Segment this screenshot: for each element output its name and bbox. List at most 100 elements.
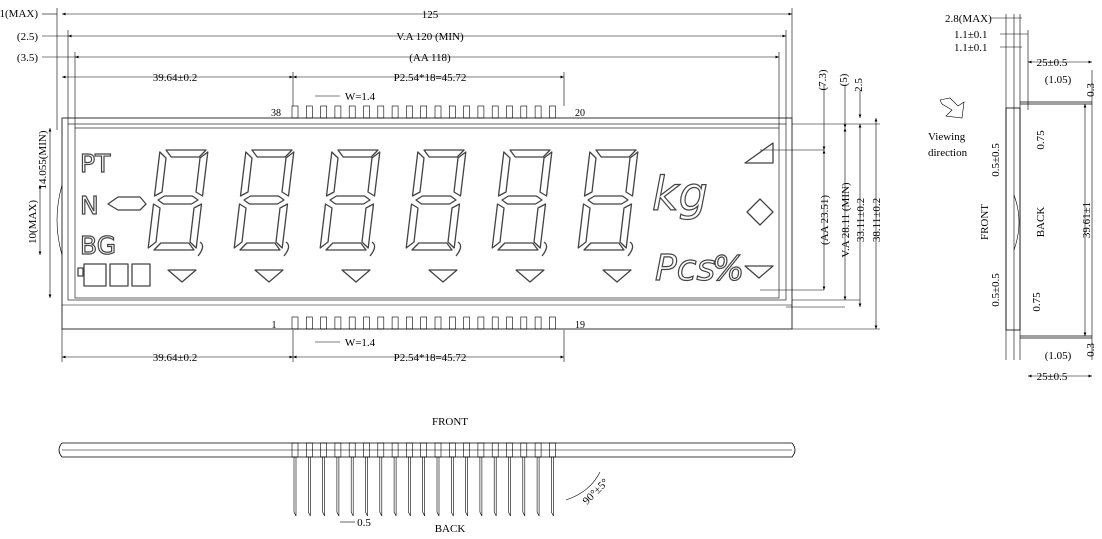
lcd-label-n: N (80, 191, 99, 220)
digit-indicators (167, 269, 632, 283)
digit-segment (415, 195, 457, 205)
side-back-label: BACK (1035, 207, 1047, 238)
pin-leg (465, 457, 468, 517)
digit-segment (239, 151, 253, 197)
digit-segment (195, 151, 209, 197)
side-height: 39.61±1 (1081, 202, 1093, 238)
dim-1max: 1(MAX) (0, 8, 38, 20)
pin-root (434, 442, 442, 458)
pin-leg (408, 457, 411, 517)
lcd-label-bg: BG (80, 231, 116, 260)
digit-indicator-triangle (254, 269, 284, 283)
side-pin-top (1020, 101, 1092, 105)
digit-indicator-triangle (428, 269, 458, 283)
top-pin (391, 105, 399, 119)
pin-root (549, 442, 556, 458)
bottom-pin (406, 316, 413, 330)
pin-leg (479, 457, 483, 517)
digit-segment (497, 151, 511, 197)
dim-7-3: (7.3) (817, 69, 829, 90)
pin-root (491, 442, 499, 458)
side-view: 2.8(MAX) 1.1±0.1 1.1±0.1 25±0.5 25±0.5 (… (928, 13, 1097, 383)
top-pin (363, 105, 370, 119)
digit-segment (497, 242, 539, 251)
digit-segment (423, 149, 465, 158)
side-t2: 1.1±0.1 (954, 42, 988, 54)
pin-root (506, 442, 513, 458)
bottom-pin (491, 316, 499, 330)
digit-segment (337, 149, 379, 158)
top-pin (334, 105, 342, 119)
digit-segment (281, 151, 295, 197)
pin-root (391, 442, 399, 458)
dim-pitch-top: P2.54*18=45.72 (394, 72, 467, 84)
dim-right-aa: (AA 23.51) (819, 195, 831, 245)
dim-2-5: (2.5) (17, 31, 38, 43)
pin-root (534, 442, 542, 458)
battery-icon (77, 263, 151, 287)
top-pin (320, 105, 327, 119)
dim-offset-left-bottom: 39.64±0.2 (153, 352, 198, 364)
digit-segment (147, 203, 161, 249)
digit-segment (153, 151, 167, 197)
bottom-pin (305, 316, 313, 330)
bottom-pin (434, 316, 442, 330)
dim-right-2-5: 2.5 (853, 78, 865, 92)
digit-segment (411, 242, 453, 251)
pin-leg (393, 457, 397, 517)
dim-left-height: 14.055(MIN) (37, 130, 49, 189)
digit-segment (411, 151, 425, 197)
dim-pitch-bottom: P2.54*18=45.72 (394, 352, 467, 364)
bottom-pin (549, 316, 556, 330)
dim-right-va: V.A 28.11 (MIN) (840, 182, 852, 258)
pin-root (320, 442, 327, 458)
pin-root (406, 442, 413, 458)
bottom-front-label: FRONT (432, 416, 468, 428)
viewing-direction-arrow-icon (939, 97, 965, 119)
lcd-segments: PT N BG kg Pcs % (77, 142, 774, 290)
minus-segment (107, 196, 147, 211)
top-pin (305, 105, 313, 119)
side-gap-bottom: 0.3 (1085, 343, 1097, 357)
digit-indicator-triangle (341, 269, 371, 283)
bottom-pin (463, 316, 470, 330)
side-075-top: 0.75 (1035, 130, 1047, 150)
side-bend-top: (1.05) (1045, 74, 1072, 86)
digit-segment (165, 149, 207, 158)
digit-indicator-triangle (515, 269, 545, 283)
digit-segment (325, 151, 339, 197)
pin-root (348, 442, 356, 458)
digit-segment (251, 149, 293, 158)
side-thick-max: 2.8(MAX) (945, 13, 992, 25)
bottom-pin (334, 316, 342, 330)
pin-leg (308, 457, 311, 517)
pins-top (291, 105, 556, 119)
side-gap-top: 0.3 (1085, 83, 1097, 97)
pin-leg (451, 457, 454, 517)
digit-segment (583, 242, 625, 251)
pin-root (291, 442, 299, 458)
digit-segment (239, 242, 281, 251)
top-pin (291, 105, 299, 119)
pin-leg (493, 457, 497, 517)
digit-segment (329, 195, 371, 205)
viewing-area (67, 123, 787, 301)
digit-segment (539, 151, 553, 197)
pin-leg (379, 457, 383, 517)
bottom-pin (448, 316, 456, 330)
top-pin (534, 105, 542, 119)
top-pin (477, 105, 485, 119)
pin-38-label: 38 (271, 108, 281, 119)
side-bend-bottom: (1.05) (1045, 350, 1072, 362)
diamond-indicator (746, 198, 774, 226)
top-pin (491, 105, 499, 119)
dim-offset-left-top: 39.64±0.2 (153, 72, 198, 84)
dim-va-width: V.A 120 (MIN) (396, 31, 464, 43)
digit-indicator-triangle (602, 269, 632, 283)
lcd-unit-kg: kg (652, 167, 708, 221)
pin-leg (293, 457, 297, 517)
pin-root (377, 442, 385, 458)
digit-segment (619, 203, 633, 249)
digit-segment (625, 151, 639, 197)
